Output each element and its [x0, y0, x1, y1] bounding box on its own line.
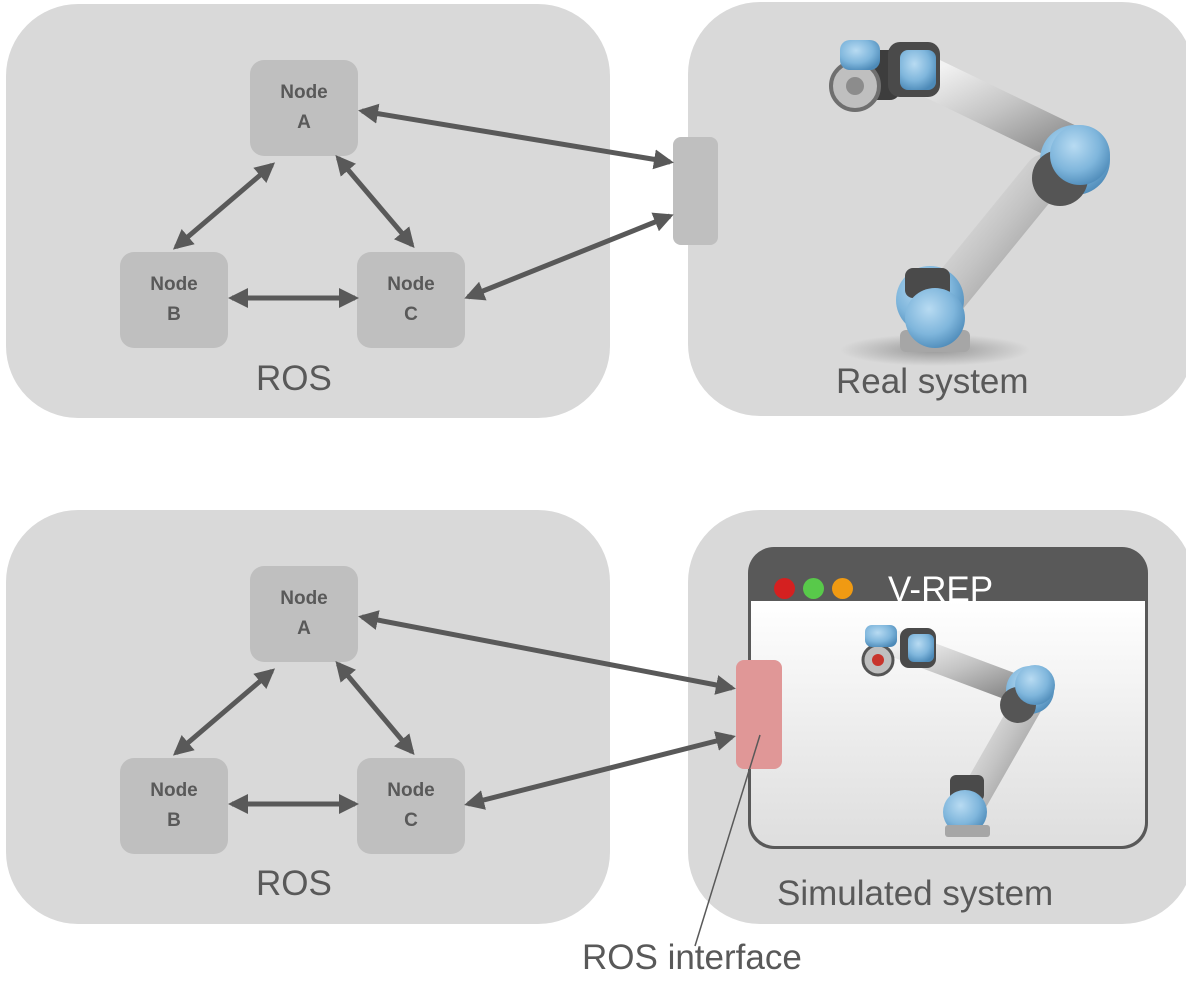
node-b-bottom-line2: B	[167, 810, 181, 831]
arrow-c-connector-bottom	[464, 731, 736, 810]
maximize-dot-icon[interactable]	[832, 578, 853, 599]
ros-label-bottom: ROS	[256, 864, 332, 903]
node-c-top: Node C	[357, 252, 465, 348]
node-a-bottom-line1: Node	[280, 588, 328, 609]
arrow-a-connector-bottom	[358, 610, 736, 695]
arrow-a-b-top	[172, 162, 276, 250]
arrow-a-connector-top	[358, 103, 674, 170]
node-c-top-line2: C	[404, 304, 418, 325]
node-a-top-line2: A	[297, 112, 311, 133]
real-system-connector	[673, 137, 718, 245]
node-c-bottom-line1: Node	[387, 780, 435, 801]
ros-interface-leader-line	[694, 734, 761, 947]
ros-interface-label: ROS interface	[582, 938, 802, 977]
node-a-top: Node A	[250, 60, 358, 156]
arrow-a-c-bottom	[335, 660, 415, 756]
arrow-a-c-top	[335, 154, 415, 249]
node-c-bottom-line2: C	[404, 810, 418, 831]
arrow-c-connector-top	[464, 212, 674, 301]
close-dot-icon[interactable]	[774, 578, 795, 599]
node-b-top: Node B	[120, 252, 228, 348]
node-b-bottom-line1: Node	[150, 780, 198, 801]
real-system-label: Real system	[836, 362, 1029, 401]
node-a-top-line1: Node	[280, 82, 328, 103]
arrow-a-b-bottom	[172, 668, 276, 756]
node-b-bottom: Node B	[120, 758, 228, 854]
node-a-bottom-line2: A	[297, 618, 311, 639]
node-b-top-line1: Node	[150, 274, 198, 295]
simulated-system-label: Simulated system	[777, 874, 1054, 913]
node-b-top-line2: B	[167, 304, 181, 325]
node-a-bottom: Node A	[250, 566, 358, 662]
node-c-bottom: Node C	[357, 758, 465, 854]
minimize-dot-icon[interactable]	[803, 578, 824, 599]
node-c-top-line1: Node	[387, 274, 435, 295]
ros-interface-connector	[736, 660, 782, 769]
ros-label-top: ROS	[256, 359, 332, 398]
